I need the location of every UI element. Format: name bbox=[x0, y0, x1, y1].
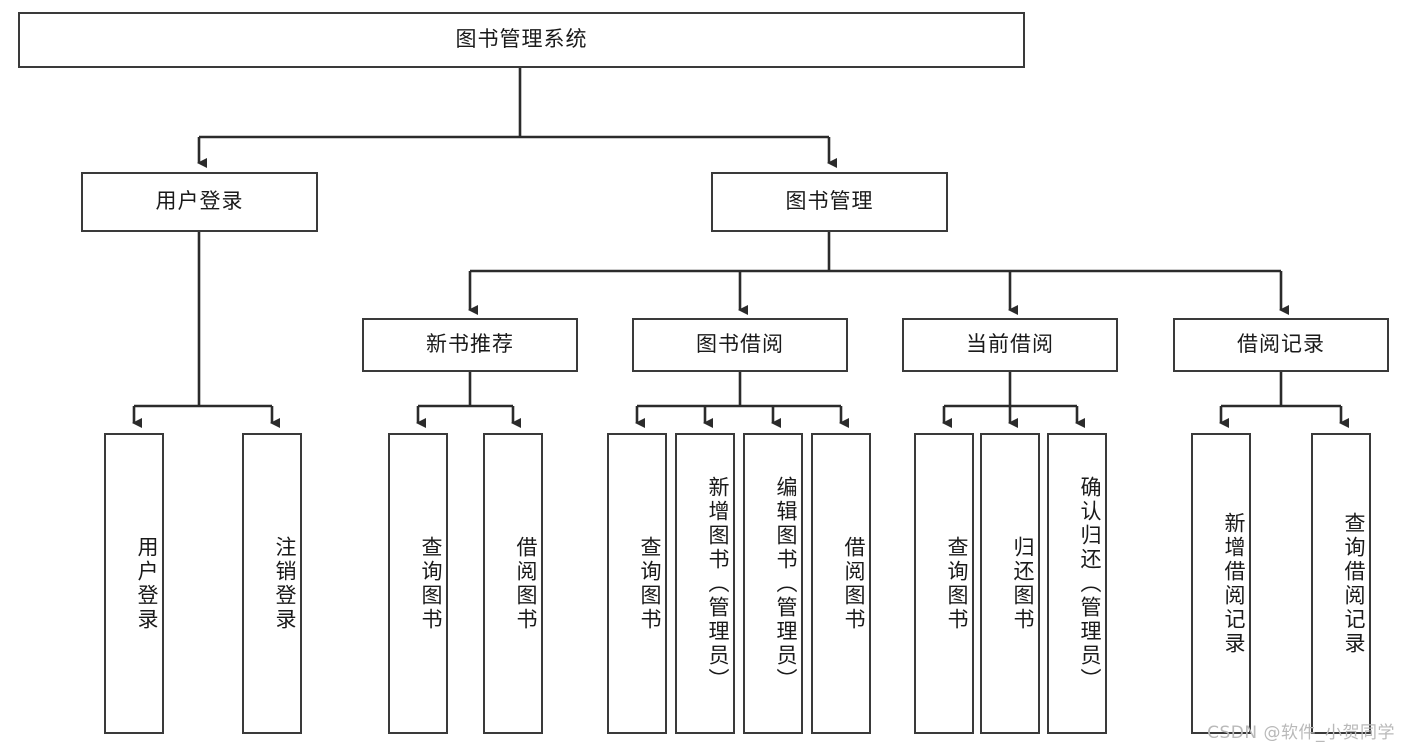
node-current-borrow[interactable]: 当前借阅 bbox=[902, 318, 1118, 372]
leaf-label: 查询图书 bbox=[638, 535, 662, 632]
leaf-label: 编辑图书（管理员） bbox=[774, 475, 798, 692]
leaf-label: 查询图书 bbox=[945, 535, 969, 632]
node-new-book-recommend[interactable]: 新书推荐 bbox=[362, 318, 578, 372]
leaf-recommend-borrow-book[interactable]: 借阅图书 bbox=[483, 433, 543, 734]
leaf-label: 借阅图书 bbox=[514, 535, 538, 632]
node-borrow-record[interactable]: 借阅记录 bbox=[1173, 318, 1389, 372]
leaf-borrow-query-book[interactable]: 查询图书 bbox=[607, 433, 667, 734]
leaf-current-query-book[interactable]: 查询图书 bbox=[914, 433, 974, 734]
leaf-borrow-add-book[interactable]: 新增图书（管理员） bbox=[675, 433, 735, 734]
leaf-user-login-login[interactable]: 用户登录 bbox=[104, 433, 164, 734]
leaf-label: 注销登录 bbox=[273, 535, 297, 632]
leaf-user-login-logout[interactable]: 注销登录 bbox=[242, 433, 302, 734]
leaf-label: 确认归还（管理员） bbox=[1078, 475, 1102, 692]
watermark-text: CSDN @软件_小贺同学 bbox=[1207, 723, 1395, 743]
leaf-record-query-record[interactable]: 查询借阅记录 bbox=[1311, 433, 1371, 734]
leaf-label: 新增图书（管理员） bbox=[706, 475, 730, 692]
node-book-borrow[interactable]: 图书借阅 bbox=[632, 318, 848, 372]
leaf-label: 查询图书 bbox=[419, 535, 443, 632]
node-book-management[interactable]: 图书管理 bbox=[711, 172, 948, 232]
leaf-record-add-record[interactable]: 新增借阅记录 bbox=[1191, 433, 1251, 734]
node-user-login[interactable]: 用户登录 bbox=[81, 172, 318, 232]
leaf-borrow-edit-book[interactable]: 编辑图书（管理员） bbox=[743, 433, 803, 734]
leaf-label: 归还图书 bbox=[1011, 535, 1035, 632]
leaf-current-confirm-return[interactable]: 确认归还（管理员） bbox=[1047, 433, 1107, 734]
leaf-label: 借阅图书 bbox=[842, 535, 866, 632]
node-root[interactable]: 图书管理系统 bbox=[18, 12, 1025, 68]
leaf-current-return-book[interactable]: 归还图书 bbox=[980, 433, 1040, 734]
leaf-label: 查询借阅记录 bbox=[1342, 511, 1366, 656]
leaf-recommend-query-book[interactable]: 查询图书 bbox=[388, 433, 448, 734]
leaf-label: 新增借阅记录 bbox=[1222, 511, 1246, 656]
leaf-borrow-borrow-book[interactable]: 借阅图书 bbox=[811, 433, 871, 734]
leaf-label: 用户登录 bbox=[135, 535, 159, 632]
